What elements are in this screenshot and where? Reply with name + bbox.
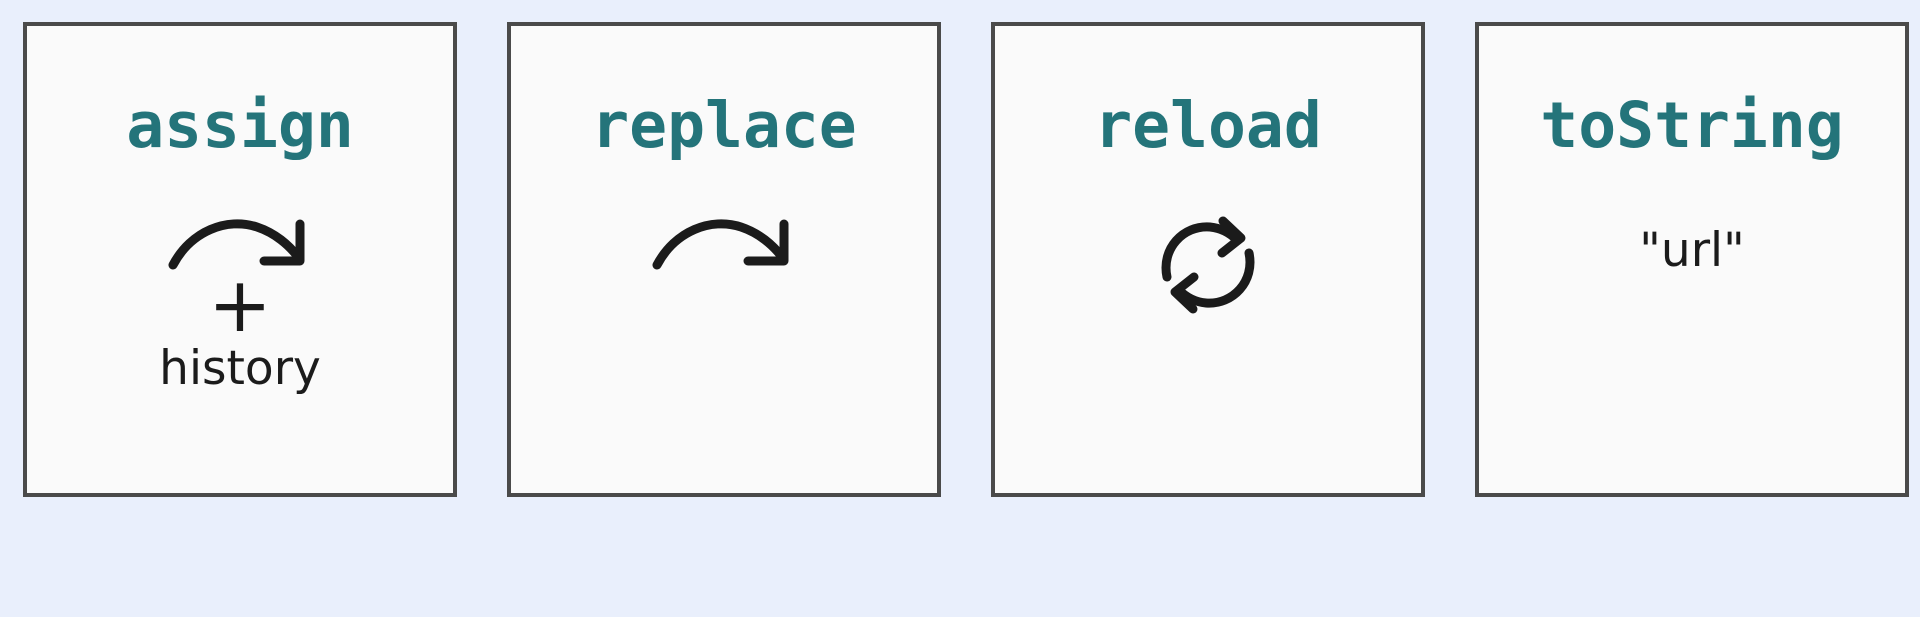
card-tostring[interactable]: toString "url" bbox=[1475, 22, 1909, 497]
card-title: toString bbox=[1540, 89, 1844, 162]
card-body bbox=[1153, 205, 1263, 335]
card-sub-label: history bbox=[159, 341, 321, 397]
curved-arrow-right-icon bbox=[649, 205, 799, 273]
card-replace[interactable]: replace bbox=[507, 22, 941, 497]
curved-arrow-right-icon bbox=[165, 205, 315, 273]
plus-icon: + bbox=[208, 260, 272, 349]
reload-refresh-icon bbox=[1153, 205, 1263, 323]
card-value: "url" bbox=[1639, 223, 1745, 278]
card-body: "url" bbox=[1639, 205, 1744, 274]
card-body: + history bbox=[159, 205, 321, 394]
card-title: replace bbox=[591, 89, 857, 162]
card-reload[interactable]: reload bbox=[991, 22, 1425, 497]
card-assign[interactable]: assign + history bbox=[23, 22, 457, 497]
card-title: assign bbox=[126, 89, 354, 162]
card-row: assign + history replace bbox=[23, 22, 1909, 497]
card-body bbox=[649, 205, 799, 285]
card-title: reload bbox=[1094, 89, 1322, 162]
